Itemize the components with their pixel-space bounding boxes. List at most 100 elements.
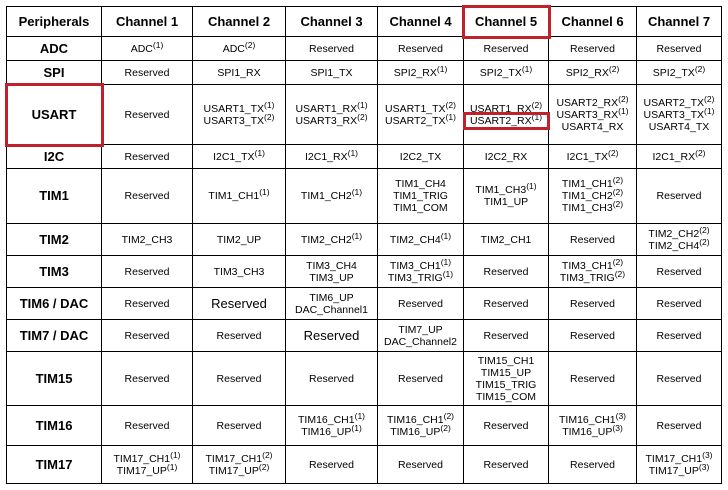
cell-tim1-channel-7: Reserved (636, 168, 722, 224)
column-header-peripherals: Peripherals (6, 6, 102, 37)
cell-line: TIM15_CH1 (465, 355, 547, 367)
signal-name: TIM15_TRIG (475, 378, 537, 391)
signal-name: Reserved (398, 297, 443, 310)
signal-name: Reserved (656, 42, 702, 55)
cell-adc-channel-7: Reserved (636, 36, 722, 61)
signal-name: TIM15_COM (475, 390, 537, 403)
cell-line: DAC_Channel2 (379, 336, 462, 348)
cell-i2c-channel-1: Reserved (101, 144, 193, 169)
cell-line: Reserved (287, 373, 376, 385)
cell-tim6-dac-channel-1: Reserved (101, 287, 193, 320)
signal-name: I2C1_RX (652, 150, 696, 163)
signal-name: DAC_Channel2 (384, 335, 457, 348)
signal-name: TIM6_UP (309, 291, 354, 304)
signal-name: Reserved (483, 297, 529, 310)
cell-line: SPI2_RX(1) (379, 64, 462, 79)
cell-tim16-channel-4: TIM16_CH1(2)TIM16_UP(2) (377, 405, 464, 446)
signal-name: TIM16_UP (301, 425, 352, 438)
signal-name: USART1_TX (203, 102, 265, 115)
signal-name: Reserved (309, 42, 354, 55)
signal-name: USART2_RX (556, 96, 619, 109)
cell-adc-channel-1: ADC(1) (101, 36, 193, 61)
footnote-mark: (2) (445, 99, 456, 110)
cell-line: TIM2_CH2(2) (638, 225, 720, 239)
signal-name: TIM17_CH1 (645, 452, 703, 465)
footnote-mark: (1) (259, 187, 270, 197)
cell-tim2-channel-6: Reserved (548, 223, 637, 256)
cell-line: DAC_Channel1 (287, 304, 376, 316)
cell-line: TIM3_CH4 (287, 260, 376, 272)
signal-name: TIM1_CH1 (561, 178, 613, 190)
cell-line: Reserved (638, 373, 720, 385)
row-header-tim7-dac: TIM7 / DAC (6, 319, 102, 352)
signal-name: Reserved (124, 372, 170, 385)
cell-line: TIM3_CH1(2) (550, 257, 635, 271)
cell-i2c-channel-5: I2C2_RX (463, 144, 549, 169)
cell-line: TIM17_UP(2) (194, 462, 284, 476)
cell-tim16-channel-5: Reserved (463, 405, 549, 446)
column-header-channel-7: Channel 7 (636, 6, 722, 37)
column-header-channel-6: Channel 6 (548, 6, 637, 37)
cell-tim15-channel-1: Reserved (101, 351, 193, 406)
signal-name: TIM17_CH1 (113, 452, 171, 465)
cell-line: SPI1_RX (194, 67, 284, 79)
signal-name: Reserved (216, 419, 262, 432)
cell-line: SPI2_TX(2) (638, 64, 720, 79)
signal-name: Reserved (211, 295, 267, 311)
cell-line: I2C2_RX (465, 151, 547, 163)
signal-name: Reserved (398, 372, 443, 385)
footnote-mark: (1) (521, 63, 533, 74)
signal-name: TIM1_TRIG (393, 190, 448, 202)
cell-tim3-channel-7: Reserved (636, 255, 722, 288)
cell-line: Reserved (638, 420, 720, 432)
cell-tim2-channel-2: TIM2_UP (192, 223, 286, 256)
signal-name: I2C2_RX (484, 150, 528, 163)
signal-name: SPI2_TX (652, 66, 695, 79)
cell-line: Reserved (103, 330, 191, 342)
cell-tim2-channel-7: TIM2_CH2(2)TIM2_CH4(2) (636, 223, 722, 256)
signal-name: ADC (130, 42, 153, 55)
signal-name: USART1_TX (385, 102, 446, 115)
signal-name: ADC (222, 42, 245, 55)
cell-line: I2C1_TX(2) (550, 148, 635, 162)
footnote-mark: (3) (615, 410, 626, 421)
cell-line: Reserved (103, 373, 191, 385)
signal-name: SPI2_RX (393, 66, 437, 79)
cell-line: Reserved (550, 298, 635, 310)
signal-name: TIM3_CH1 (389, 259, 441, 272)
cell-tim17-channel-5: Reserved (463, 445, 549, 484)
row-header-tim2: TIM2 (6, 223, 102, 256)
cell-adc-channel-2: ADC(2) (192, 36, 286, 61)
cell-line: Reserved (638, 190, 720, 202)
cell-line: TIM16_UP(1) (287, 423, 376, 438)
signal-name: TIM16_CH1 (387, 413, 444, 426)
cell-tim1-channel-5: TIM1_CH3(1)TIM1_UP (463, 168, 549, 224)
column-header-channel-1: Channel 1 (101, 6, 193, 37)
cell-adc-channel-3: Reserved (285, 36, 378, 61)
cell-line: Reserved (103, 420, 191, 432)
signal-name: TIM17_CH1 (205, 452, 263, 465)
cell-spi-channel-2: SPI1_RX (192, 60, 286, 85)
footnote-mark: (1) (442, 268, 454, 279)
cell-adc-channel-4: Reserved (377, 36, 464, 61)
cell-tim17-channel-2: TIM17_CH1(2)TIM17_UP(2) (192, 445, 286, 484)
cell-line: Reserved (379, 298, 462, 310)
signal-name: TIM15_CH1 (477, 354, 535, 367)
cell-line: TIM1_CH3(1) (465, 182, 547, 196)
cell-tim1-channel-3: TIM1_CH2(1) (285, 168, 378, 224)
cell-line: USART3_RX(2) (287, 112, 376, 126)
cell-line: Reserved (465, 420, 547, 432)
cell-line: TIM1_CH1(2) (550, 176, 635, 190)
cell-line: TIM2_CH3 (103, 234, 191, 246)
cell-line: Reserved (379, 43, 462, 55)
signal-name: USART1_RX (295, 102, 358, 115)
cell-tim1-channel-2: TIM1_CH1(1) (192, 168, 286, 224)
footnote-mark: (2) (264, 111, 275, 122)
